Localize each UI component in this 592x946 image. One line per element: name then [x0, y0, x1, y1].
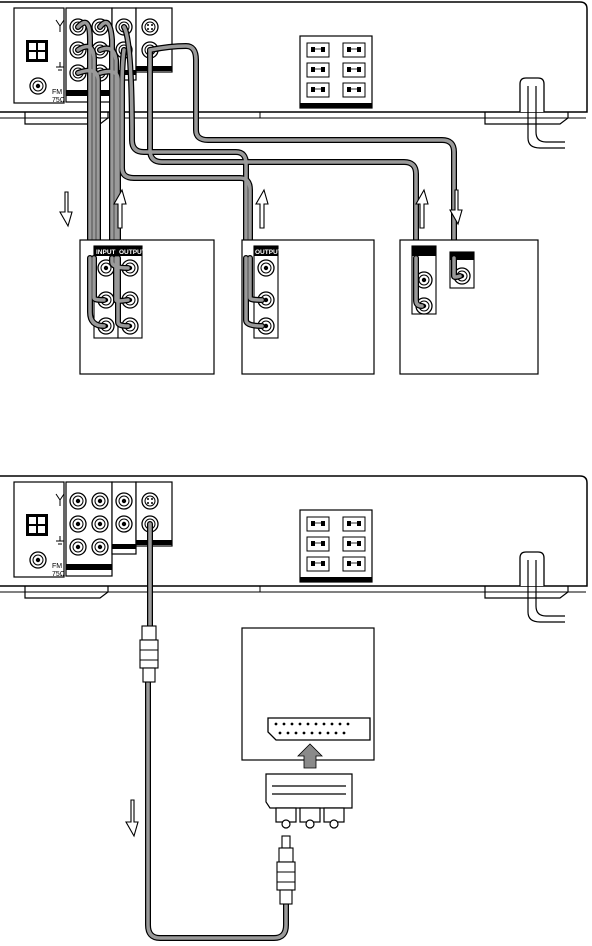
- vcr-output-label: OUTPUT: [119, 249, 146, 256]
- speaker-terminals-top: [300, 36, 372, 108]
- s-video-jack-bottom: [142, 493, 158, 509]
- dvd-output-label: OUTPUT: [255, 249, 282, 256]
- ohm-label-bottom: 75Ω: [52, 571, 65, 578]
- fm-label-top: FM: [52, 89, 62, 96]
- signal-arrow-bottom: [126, 800, 138, 836]
- s-video-jack-top: [142, 19, 158, 35]
- receiver-rear-panel-bottom: FM 75Ω: [0, 476, 587, 622]
- vcr-input-label: INPUT: [96, 249, 116, 256]
- vcr-device: INPUT OUTPUT: [80, 240, 214, 374]
- scart-adapter: [266, 774, 352, 828]
- speaker-terminals-bottom: [300, 510, 372, 582]
- fm-jack-top: [30, 78, 46, 94]
- fm-label-bottom: FM: [52, 563, 62, 570]
- dvd-player-device: OUTPUT: [242, 240, 374, 374]
- antenna-block-bottom: FM 75Ω: [14, 482, 65, 578]
- ohm-label-top: 75Ω: [52, 97, 65, 104]
- rca-plug-upper: [140, 626, 158, 682]
- tv-scart-device: [242, 628, 374, 760]
- rca-plug-lower: [277, 836, 295, 904]
- antenna-block-top: FM 75Ω: [14, 8, 65, 104]
- power-cord-bottom: [520, 552, 565, 622]
- signal-arrows-top: [60, 190, 462, 228]
- power-cord-top: [520, 78, 565, 148]
